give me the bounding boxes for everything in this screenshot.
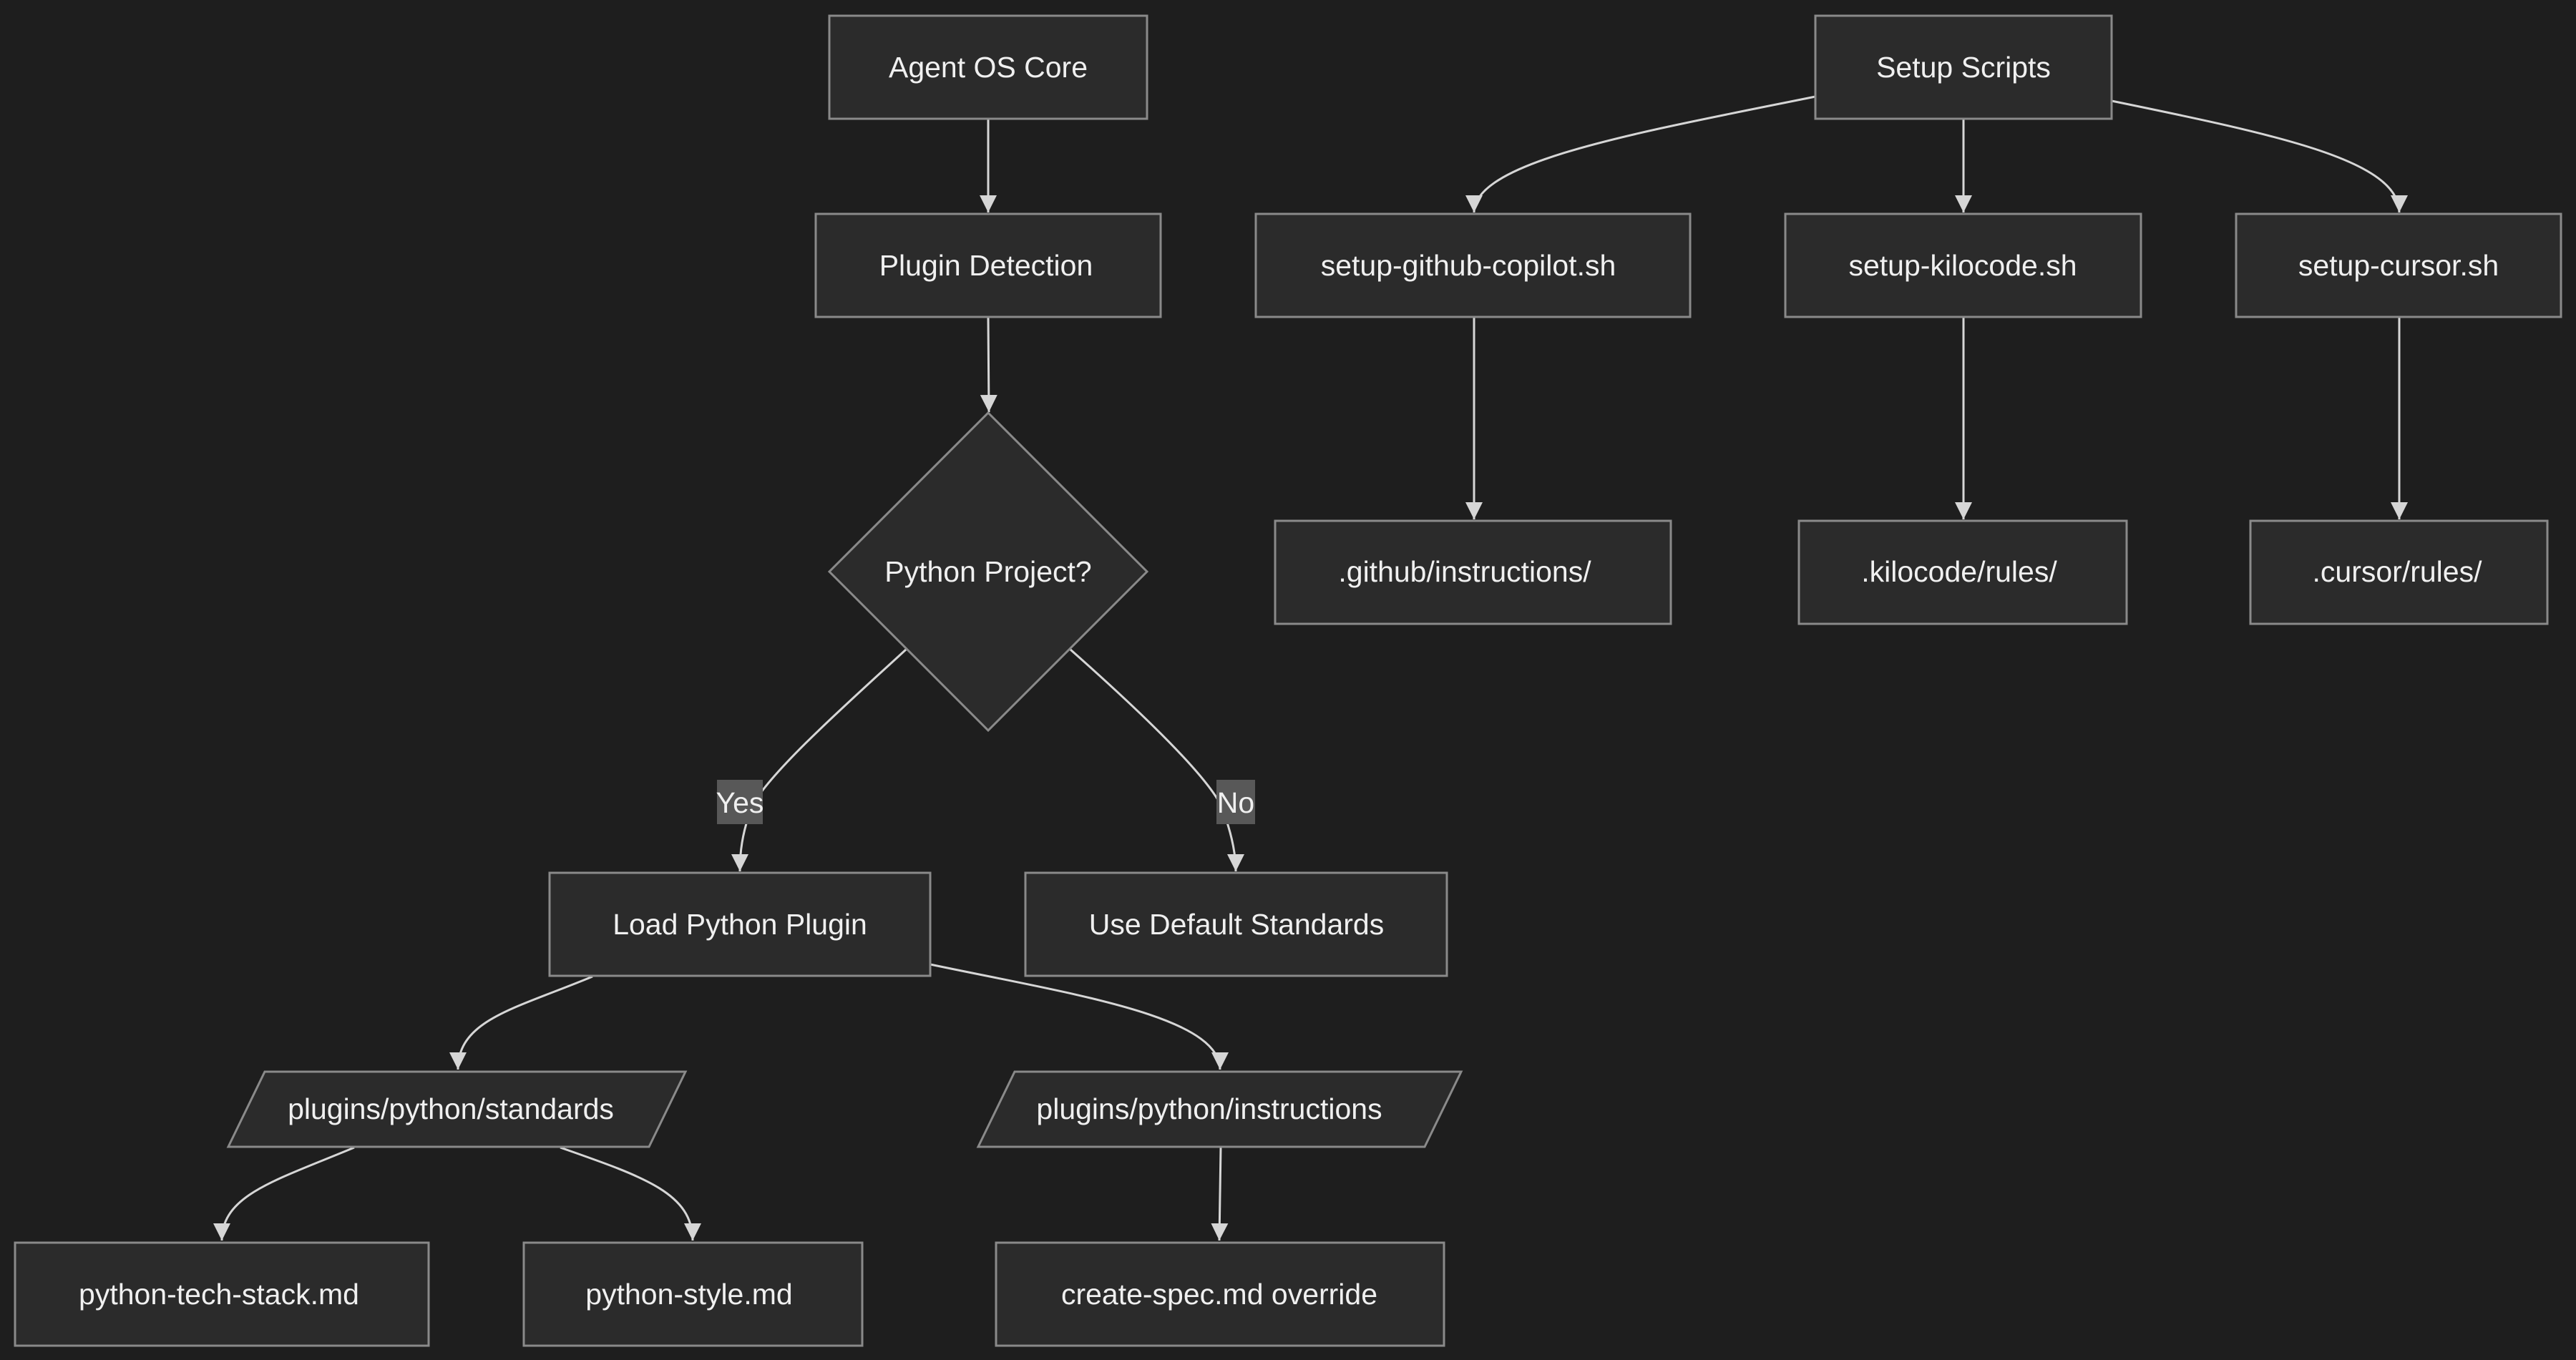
edge-label-yes-text: Yes (716, 786, 764, 819)
edges (213, 95, 2408, 1241)
node-github-instructions: .github/instructions/ (1274, 519, 1672, 625)
node-python-style-label: python-style.md (585, 1278, 792, 1311)
node-setup-cursor: setup-cursor.sh (2235, 212, 2562, 318)
node-cursor-rules-label: .cursor/rules/ (2313, 555, 2483, 588)
node-python-tech-stack: python-tech-stack.md (14, 1241, 430, 1347)
node-create-spec-override-label: create-spec.md override (1061, 1278, 1377, 1311)
node-load-python-plugin: Load Python Plugin (548, 871, 932, 977)
node-plugin-detection-label: Plugin Detection (879, 249, 1093, 282)
node-python-project-decision: Python Project? (827, 411, 1149, 733)
node-agent-os-core-label: Agent OS Core (889, 51, 1088, 84)
node-setup-kilocode-label: setup-kilocode.sh (1848, 249, 2077, 282)
edge-instructions-to-create-spec-override (1211, 1147, 1229, 1241)
node-kilocode-rules-label: .kilocode/rules/ (1861, 555, 2057, 588)
edge-plugin-detection-to-python-project (980, 317, 997, 413)
node-python-tech-stack-label: python-tech-stack.md (79, 1278, 359, 1311)
node-create-spec-override: create-spec.md override (995, 1241, 1445, 1347)
edge-setup-scripts-to-github-copilot (1465, 95, 1816, 213)
node-setup-kilocode: setup-kilocode.sh (1784, 212, 2142, 318)
edge-python-project-to-load-python-plugin (731, 648, 907, 872)
edge-label-no-text: No (1217, 786, 1254, 819)
edge-label-no: No (1216, 780, 1255, 824)
node-plugins-python-standards-label: plugins/python/standards (288, 1092, 614, 1125)
node-python-project-label: Python Project? (884, 555, 1091, 588)
edge-load-plugin-to-python-instructions (930, 963, 1229, 1070)
node-setup-scripts: Setup Scripts (1814, 14, 2113, 120)
node-setup-scripts-label: Setup Scripts (1876, 51, 2051, 84)
node-plugin-detection: Plugin Detection (814, 212, 1162, 318)
node-github-instructions-label: .github/instructions/ (1338, 555, 1591, 588)
node-setup-github-copilot: setup-github-copilot.sh (1254, 212, 1692, 318)
node-use-default-standards-label: Use Default Standards (1089, 908, 1385, 941)
edge-standards-to-python-tech-stack (213, 1146, 355, 1241)
node-use-default-standards: Use Default Standards (1024, 871, 1448, 977)
node-cursor-rules: .cursor/rules/ (2249, 519, 2549, 625)
node-plugins-python-instructions-label: plugins/python/instructions (1036, 1092, 1382, 1125)
node-agent-os-core: Agent OS Core (828, 14, 1148, 120)
node-setup-cursor-label: setup-cursor.sh (2298, 249, 2499, 282)
edge-setup-scripts-to-cursor (2111, 99, 2408, 213)
node-setup-github-copilot-label: setup-github-copilot.sh (1321, 249, 1616, 282)
node-python-style: python-style.md (522, 1241, 864, 1347)
node-plugins-python-instructions: plugins/python/instructions (976, 1070, 1463, 1148)
node-plugins-python-standards: plugins/python/standards (226, 1070, 688, 1148)
node-kilocode-rules: .kilocode/rules/ (1797, 519, 2128, 625)
node-load-python-plugin-label: Load Python Plugin (613, 908, 867, 941)
edge-standards-to-python-style (560, 1146, 701, 1241)
edge-load-plugin-to-python-standards (449, 975, 593, 1070)
edge-python-project-to-use-default-standards (1070, 648, 1244, 872)
edge-label-yes: Yes (716, 780, 764, 824)
